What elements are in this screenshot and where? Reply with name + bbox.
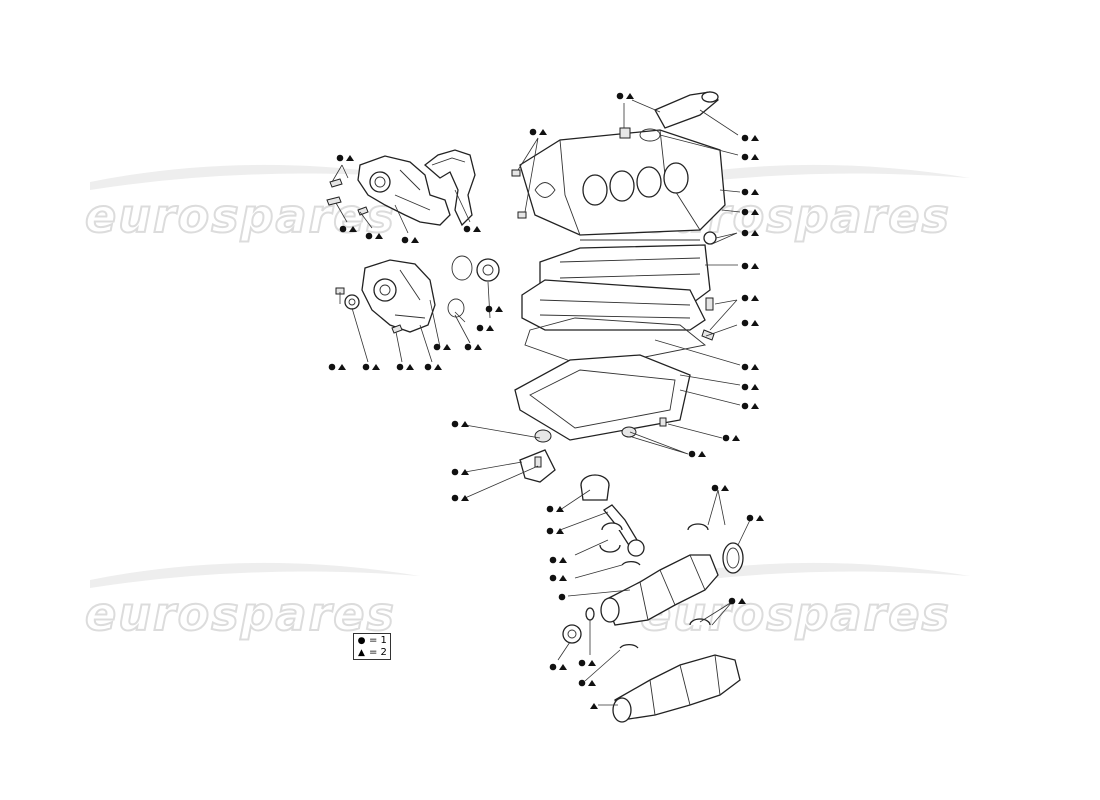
callout-marker [433, 343, 451, 351]
callout-marker [741, 262, 759, 270]
callout-marker [741, 153, 759, 161]
circle-icon: ● [357, 636, 366, 646]
callout-marker [741, 319, 759, 327]
callout-marker [451, 468, 469, 476]
oil-pan-gasket [524, 317, 707, 369]
callout-marker [529, 128, 547, 136]
leader-lines [331, 99, 751, 706]
callout-marker [549, 556, 567, 564]
callout-marker [464, 343, 482, 351]
callout-marker [339, 225, 357, 233]
legend-row-circle: ● = 1 [357, 635, 387, 647]
callout-marker [741, 229, 759, 237]
crankshaft-upper [585, 554, 719, 626]
legend-box: ● = 1 ▲ = 2 [353, 633, 391, 660]
legend-text-triangle: = 2 [369, 647, 387, 658]
watermark-bottom-left: eurospares [85, 587, 396, 641]
callout-marker [688, 450, 706, 458]
bedplate [521, 244, 715, 341]
water-pump [326, 155, 451, 226]
callout-marker [578, 659, 596, 667]
callout-marker [741, 188, 759, 196]
callout-marker [546, 527, 564, 535]
callout-marker [558, 593, 566, 601]
oil-pump [335, 255, 500, 334]
callout-marker [741, 134, 759, 142]
callout-marker [616, 92, 634, 100]
callout-marker [578, 679, 596, 687]
callout-markers [328, 92, 764, 709]
callout-marker [485, 305, 503, 313]
crankshaft-lower [612, 654, 741, 723]
callout-marker [746, 514, 764, 522]
callout-marker [549, 663, 567, 671]
callout-marker [711, 484, 729, 492]
callout-marker [722, 434, 740, 442]
oil-sump [514, 354, 691, 443]
callout-marker [451, 420, 469, 428]
callout-marker [365, 232, 383, 240]
callout-marker [728, 597, 746, 605]
piston-conrod [580, 474, 645, 566]
callout-marker [741, 208, 759, 216]
callout-marker [424, 363, 442, 371]
callout-marker [741, 383, 759, 391]
engine-block [511, 91, 726, 245]
callout-marker [463, 225, 481, 233]
callout-marker [546, 505, 564, 513]
callout-marker [328, 363, 346, 371]
callout-marker [590, 703, 598, 709]
legend-row-triangle: ▲ = 2 [357, 647, 387, 659]
callout-marker [362, 363, 380, 371]
watermark-top-left: eurospares [85, 189, 396, 243]
triangle-icon: ▲ [358, 648, 365, 658]
legend-text-circle: = 1 [369, 635, 387, 646]
callout-marker [451, 494, 469, 502]
callout-marker [336, 154, 354, 162]
callout-marker [741, 363, 759, 371]
timing-gear [562, 624, 639, 649]
callout-marker [741, 294, 759, 302]
callout-marker [401, 236, 419, 244]
callout-marker [741, 402, 759, 410]
callout-marker [549, 574, 567, 582]
callout-marker [396, 363, 414, 371]
callout-marker [476, 324, 494, 332]
